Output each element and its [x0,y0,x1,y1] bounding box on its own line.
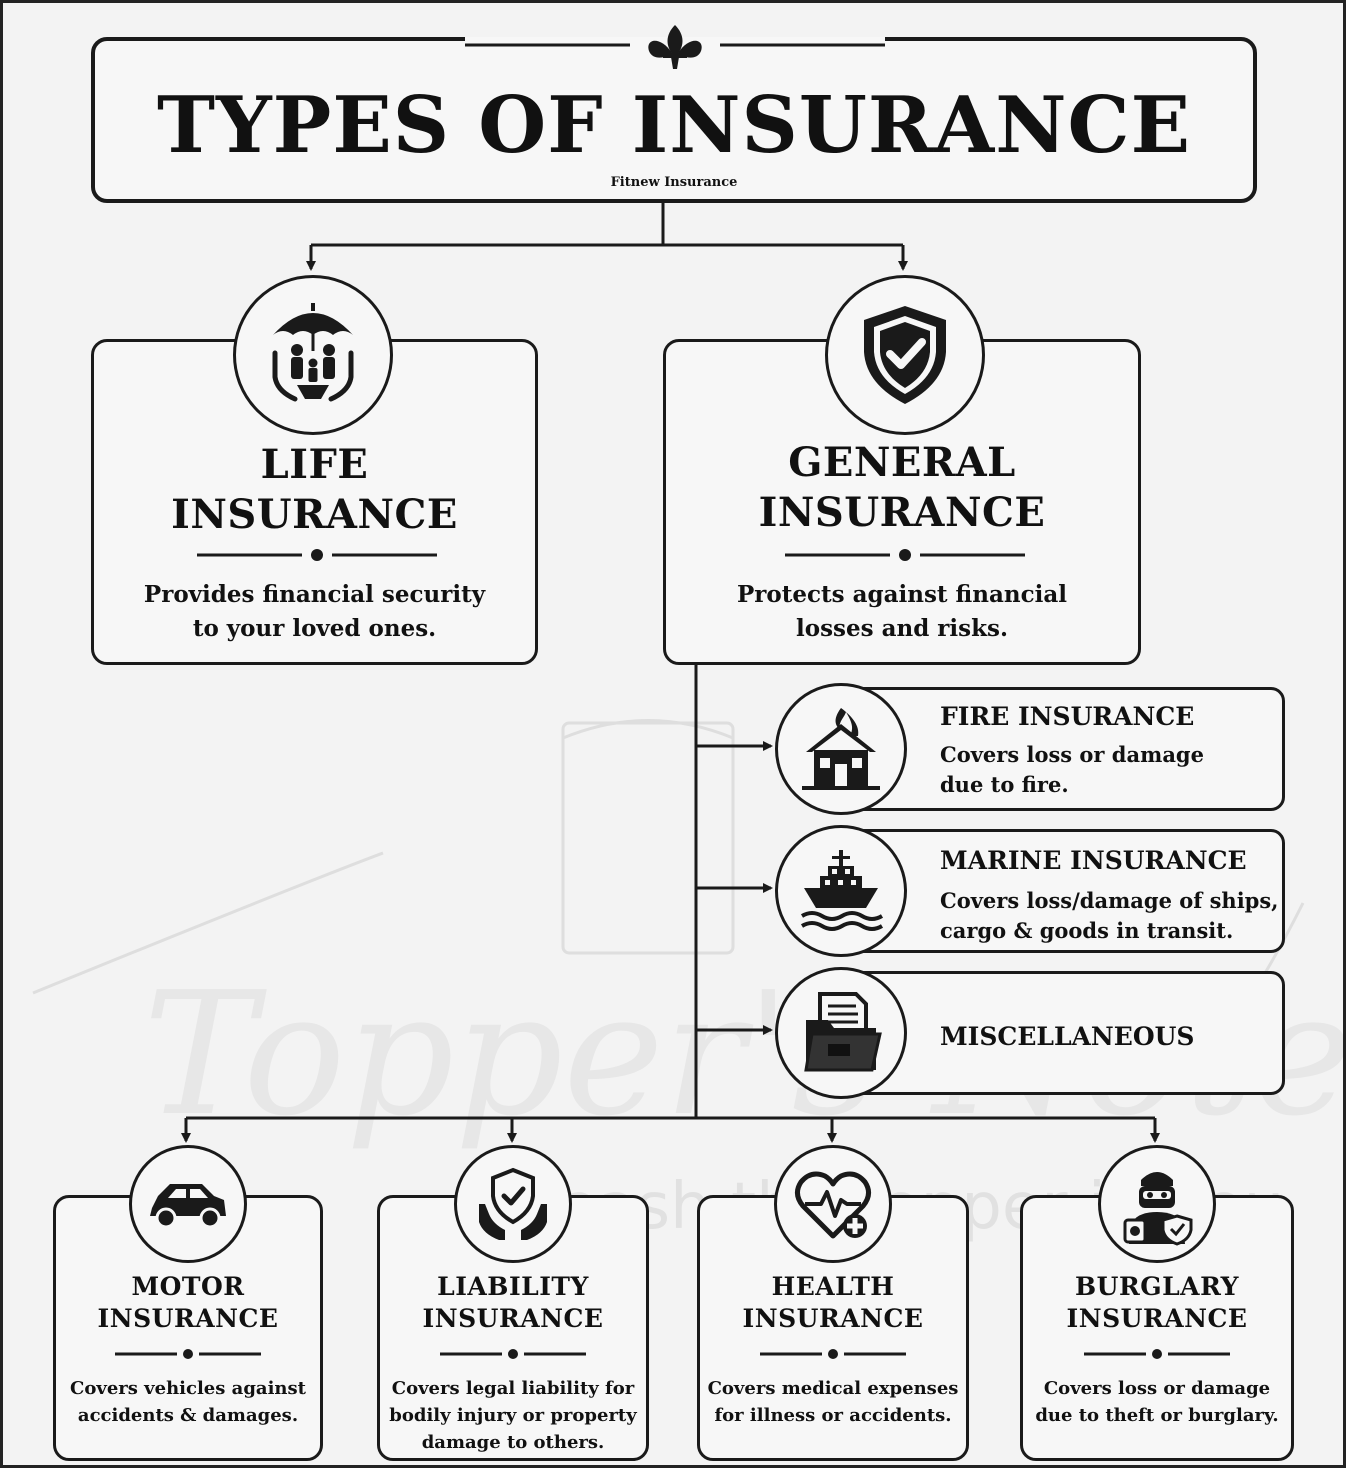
divider-dot [197,549,437,561]
burglary-insurance-card: BURGLARY INSURANCE Covers loss or damage… [1020,1195,1294,1461]
health-icon-circle [774,1145,892,1263]
title-box: TYPES OF INSURANCE Fitnew Insurance [91,25,1257,203]
general-desc-line2: losses and risks. [796,615,1008,642]
fleur-de-lis-ornament [465,25,885,69]
burglar-icon [1123,1172,1193,1246]
car-icon [150,1184,226,1229]
divider-dot [760,1349,906,1359]
fire-icon-circle [775,683,907,815]
fire-title: FIRE INSURANCE [940,702,1195,731]
marine-icon-circle [775,825,907,957]
burglary-heading-line2: INSURANCE [1066,1304,1248,1333]
general-heading-line1: GENERAL [788,439,1016,486]
divider-dot [440,1349,586,1359]
motor-desc-line2: accidents & damages. [77,1405,299,1426]
fire-desc-line2: due to fire. [940,772,1069,797]
health-insurance-card: HEALTH INSURANCE Covers medical expenses… [697,1195,969,1461]
miscellaneous-card: MISCELLANEOUS [845,971,1285,1095]
divider-dot [115,1349,261,1359]
marine-title: MARINE INSURANCE [940,846,1247,875]
liability-desc-line1: Covers legal liability for [391,1378,635,1399]
liability-insurance-card: LIABILITY INSURANCE Covers legal liabili… [377,1195,649,1461]
motor-icon-circle [129,1145,247,1263]
misc-icon-circle [775,967,907,1099]
health-heading-line1: HEALTH [771,1272,895,1301]
fire-insurance-card: FIRE INSURANCE Covers loss or damage due… [845,687,1285,811]
burglary-heading-line1: BURGLARY [1075,1272,1239,1301]
marine-desc-line2: cargo & goods in transit. [940,918,1234,943]
burglary-desc-line1: Covers loss or damage [1043,1378,1271,1399]
ship-icon [800,850,884,931]
motor-heading-line2: INSURANCE [97,1304,279,1333]
connector-lines [181,201,1160,1143]
liability-icon-circle [454,1145,572,1263]
general-desc-line1: Protects against financial [737,581,1067,608]
liability-desc-line2: bodily injury or property [389,1405,637,1426]
folder-documents-icon [804,992,882,1072]
motor-heading-line1: MOTOR [131,1272,245,1301]
page-subtitle: Fitnew Insurance [610,175,738,190]
hands-shield-icon [479,1167,547,1240]
miscellaneous-title: MISCELLANEOUS [940,1022,1195,1051]
family-umbrella-icon [272,303,354,402]
life-heading-line2: INSURANCE [171,491,458,538]
liability-desc-line3: damage to others. [421,1432,605,1453]
shield-check-icon [864,306,946,404]
life-desc-line1: Provides financial security [143,581,486,608]
liability-heading-line2: INSURANCE [422,1304,604,1333]
general-heading-line2: INSURANCE [758,489,1046,536]
heart-pulse-icon [795,1171,871,1239]
health-desc-line1: Covers medical expenses [707,1378,959,1399]
life-icon-circle [233,275,393,435]
marine-desc-line1: Covers loss/damage of ships, [940,888,1279,913]
life-desc-line2: to your loved ones. [192,615,437,642]
life-heading-line1: LIFE [260,441,369,488]
burglary-desc-line2: due to theft or burglary. [1035,1405,1279,1426]
divider-dot [1084,1349,1230,1359]
liability-heading-line1: LIABILITY [437,1272,589,1301]
health-desc-line2: for illness or accidents. [714,1405,952,1426]
burning-house-icon [802,708,880,790]
marine-insurance-card: MARINE INSURANCE Covers loss/damage of s… [845,829,1285,953]
page-title: TYPES OF INSURANCE [156,80,1192,171]
burglary-icon-circle [1098,1145,1216,1263]
fire-desc-line1: Covers loss or damage [940,742,1204,767]
general-icon-circle [825,275,985,435]
health-heading-line2: INSURANCE [742,1304,924,1333]
motor-desc-line1: Covers vehicles against [70,1378,306,1399]
divider-dot [785,549,1025,561]
